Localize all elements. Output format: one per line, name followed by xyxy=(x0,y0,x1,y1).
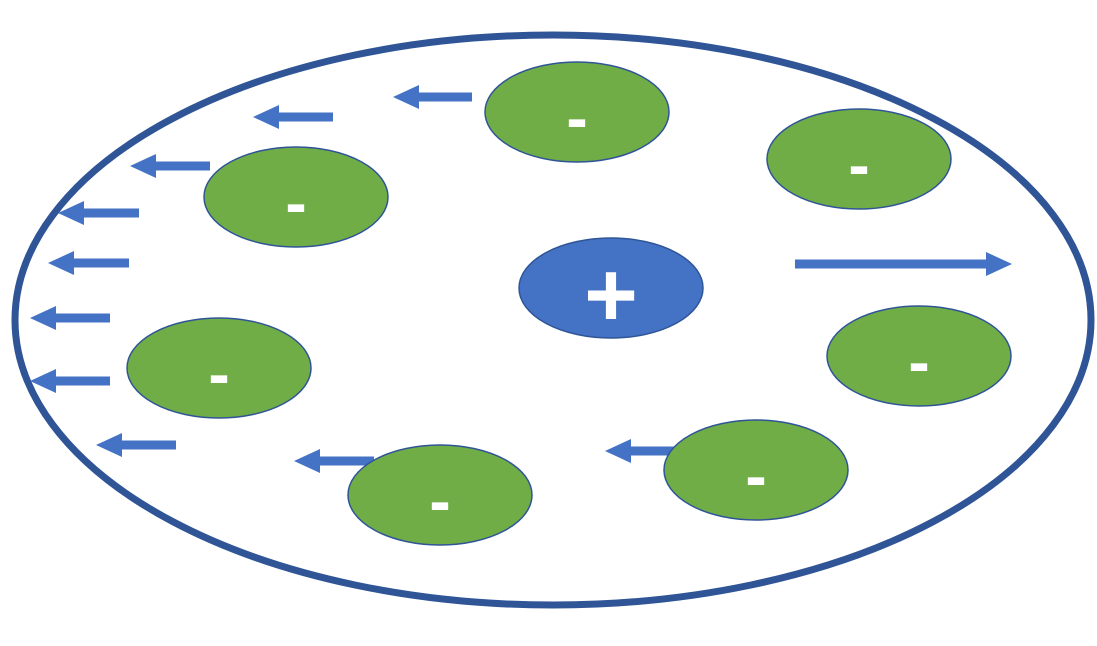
left-arrow xyxy=(96,433,176,457)
left-arrow xyxy=(58,201,139,225)
negative-charge-circle xyxy=(484,61,670,163)
arrow-head-icon xyxy=(30,306,56,330)
arrow-head-icon xyxy=(58,201,84,225)
right-arrow xyxy=(795,252,1012,276)
negative-sign: - xyxy=(429,465,450,537)
negative-charge-circle xyxy=(347,444,533,546)
arrow-shaft xyxy=(84,208,139,218)
negative-sign: - xyxy=(848,129,869,201)
arrows-layer xyxy=(30,85,1012,473)
negative-charge-circle xyxy=(826,305,1012,407)
negative-charge: - xyxy=(203,146,389,248)
left-arrow xyxy=(48,251,129,275)
arrow-head-icon xyxy=(130,154,156,178)
negative-charge: - xyxy=(484,61,670,163)
negative-sign: - xyxy=(285,167,306,239)
negative-sign: - xyxy=(566,82,587,154)
negative-charge-circle xyxy=(126,317,312,419)
left-arrow xyxy=(605,439,685,463)
left-arrow xyxy=(30,306,110,330)
negative-charge: - xyxy=(663,419,849,521)
negative-charge-circle xyxy=(203,146,389,248)
positive-charge: + xyxy=(518,237,704,346)
left-arrow xyxy=(253,105,333,129)
negative-charge: - xyxy=(766,108,952,210)
left-arrow xyxy=(393,85,472,109)
positive-charge-circle xyxy=(518,237,704,339)
outer-boundary xyxy=(11,31,1095,609)
arrow-shaft xyxy=(56,376,110,386)
arrow-shaft xyxy=(156,161,210,171)
arrow-head-icon xyxy=(393,85,419,109)
arrow-head-icon xyxy=(30,369,56,393)
negative-charge-circle xyxy=(663,419,849,521)
negative-sign: - xyxy=(208,338,229,410)
negative-sign: - xyxy=(908,326,929,398)
arrow-head-icon xyxy=(986,252,1012,276)
positive-sign: + xyxy=(584,244,638,346)
left-arrow xyxy=(294,449,374,473)
negative-charge: - xyxy=(826,305,1012,407)
arrow-shaft xyxy=(631,446,685,456)
arrow-head-icon xyxy=(253,105,279,129)
arrow-head-icon xyxy=(605,439,631,463)
arrow-shaft xyxy=(122,440,176,450)
negative-charge-circle xyxy=(766,108,952,210)
negative-charge: - xyxy=(126,317,312,419)
negative-charge: - xyxy=(347,444,533,546)
arrow-head-icon xyxy=(96,433,122,457)
negative-sign: - xyxy=(745,440,766,512)
negative-charges: - - - - - - - xyxy=(126,61,1012,546)
arrow-head-icon xyxy=(294,449,320,473)
arrow-head-icon xyxy=(48,251,74,275)
arrow-shaft xyxy=(320,456,374,466)
arrow-shaft xyxy=(279,112,333,122)
arrow-shaft xyxy=(795,259,986,269)
arrow-shaft xyxy=(419,92,472,102)
left-arrow xyxy=(130,154,210,178)
arrow-shaft xyxy=(74,258,129,268)
left-arrow xyxy=(30,369,110,393)
arrow-shaft xyxy=(56,313,110,323)
